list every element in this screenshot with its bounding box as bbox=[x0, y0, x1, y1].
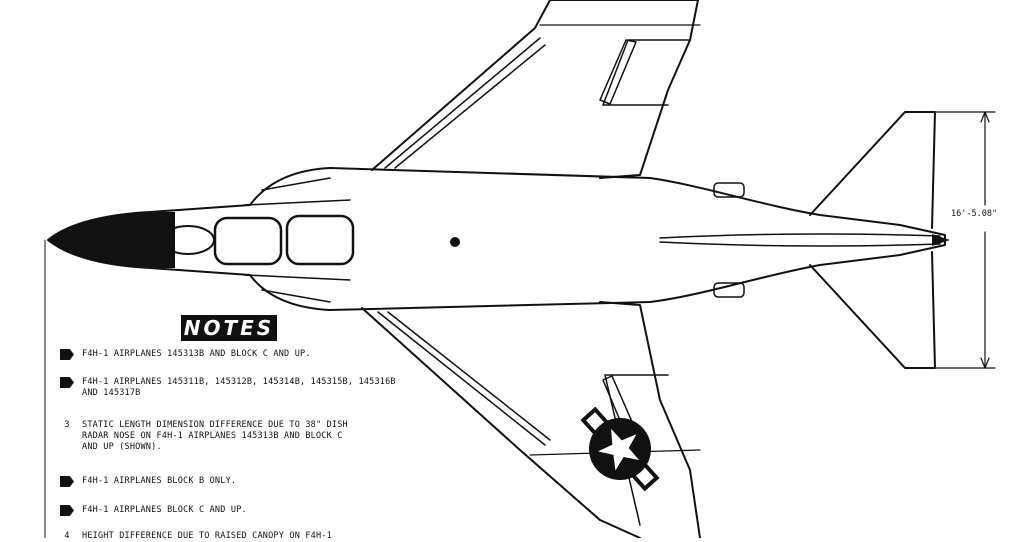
lower-stabilizer bbox=[809, 251, 936, 369]
radome bbox=[48, 212, 175, 268]
span-dimension-line bbox=[934, 111, 996, 369]
note-text: HEIGHT DIFFERENCE DUE TO RAISED CANOPY O… bbox=[82, 531, 332, 541]
upper-wing-aileron bbox=[602, 39, 691, 106]
notes-title: NOTES bbox=[181, 315, 277, 341]
lower-nozzle bbox=[713, 282, 745, 298]
note-item: F4H-1 AIRPLANES BLOCK C AND UP. bbox=[60, 505, 247, 516]
upper-wing-spoiler bbox=[599, 39, 637, 105]
note-number: 4 bbox=[64, 531, 70, 541]
note-item: F4H-1 AIRPLANES BLOCK B ONLY. bbox=[60, 476, 236, 487]
fuselage-outline bbox=[47, 167, 946, 311]
note-flag-icon bbox=[60, 349, 74, 360]
tail-cone bbox=[932, 234, 950, 246]
lower-wing bbox=[361, 301, 701, 538]
upper-nozzle bbox=[713, 182, 745, 198]
fuselage-spine bbox=[659, 233, 941, 247]
note-flag-icon bbox=[60, 476, 74, 487]
nose-sensor bbox=[161, 225, 215, 255]
lower-wing-leading-edge-flap bbox=[377, 311, 551, 446]
note-text: F4H-1 AIRPLANES 145313b AND BLOCK C AND … bbox=[82, 349, 311, 359]
note-flag-icon bbox=[60, 377, 74, 388]
note-text: F4H-1 AIRPLANES 145311b, 145312b, 145314… bbox=[82, 377, 396, 398]
note-flag-icon bbox=[60, 505, 74, 516]
national-insignia bbox=[580, 406, 660, 492]
note-item: F4H-1 AIRPLANES 145311b, 145312b, 145314… bbox=[60, 377, 396, 399]
upper-wing-leading-edge-flap bbox=[384, 37, 546, 169]
note-item: F4H-1 AIRPLANES 145313b AND BLOCK C AND … bbox=[60, 349, 311, 360]
rear-canopy bbox=[285, 214, 355, 266]
intake-lower bbox=[244, 274, 351, 303]
front-canopy bbox=[213, 216, 283, 266]
tail-span-dimension-label: 16'-5.08" bbox=[951, 209, 998, 219]
note-text: STATIC LENGTH DIMENSION DIFFERENCE DUE T… bbox=[82, 420, 348, 452]
intake-upper bbox=[244, 177, 351, 206]
note-text: F4H-1 AIRPLANES BLOCK C AND UP. bbox=[82, 505, 247, 515]
dimension-arrow-bottom bbox=[980, 357, 990, 369]
note-number: 3 bbox=[64, 420, 70, 430]
note-item: 3 STATIC LENGTH DIMENSION DIFFERENCE DUE … bbox=[60, 420, 348, 453]
note-text: F4H-1 AIRPLANES BLOCK B ONLY. bbox=[82, 476, 237, 486]
fuselage-marker-dot bbox=[450, 237, 460, 247]
note-item: 4 HEIGHT DIFFERENCE DUE TO RAISED CANOPY … bbox=[60, 531, 332, 542]
upper-wing bbox=[371, 0, 699, 179]
dimension-arrow-top bbox=[980, 111, 990, 123]
upper-stabilizer bbox=[809, 111, 936, 229]
